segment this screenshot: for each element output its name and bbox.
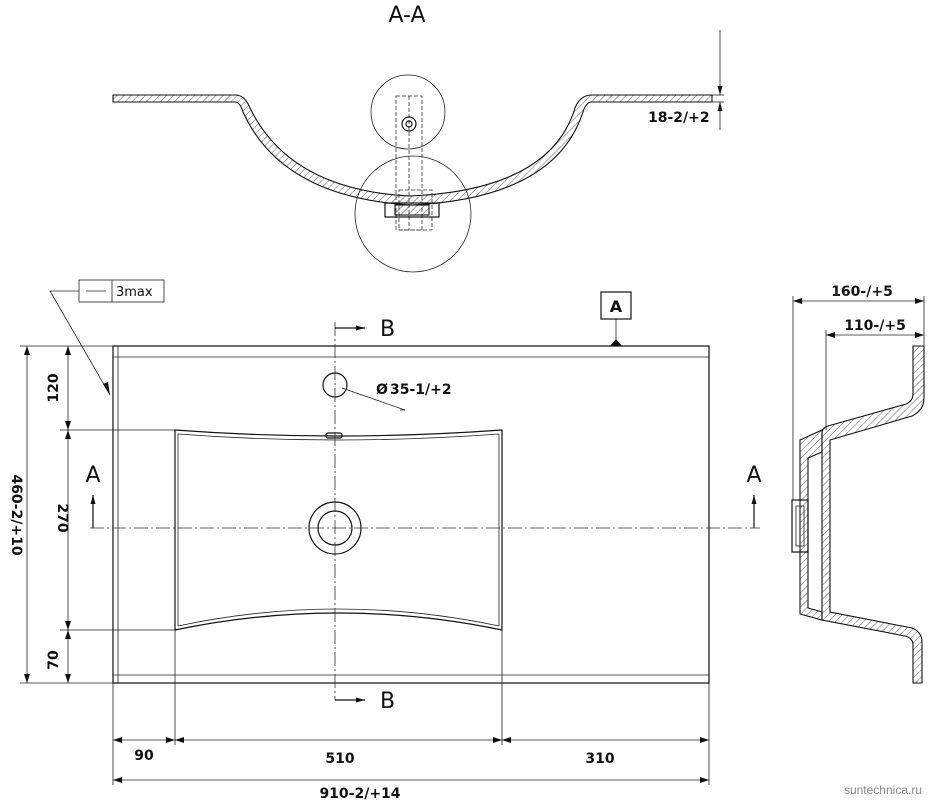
section-view-a-a: A-A 18-2/+2: [112, 3, 724, 273]
detail-circle-lower: [354, 155, 472, 273]
watermark: suntechnica.ru: [843, 783, 922, 797]
flatness-tolerance: 3max: [116, 285, 153, 300]
dim-right: 310: [585, 751, 614, 767]
diameter-symbol: Ø: [376, 382, 388, 398]
dim-total-depth: 460-2/+10: [8, 474, 24, 555]
dim-total-width: 910-2/+14: [319, 786, 400, 800]
side-section-profile: [821, 345, 925, 684]
basin-section-profile: [112, 94, 713, 206]
rim-thickness-dim: 18-2/+2: [648, 110, 710, 126]
dim-back: 120: [46, 373, 62, 402]
countertop-outline: [112, 345, 710, 684]
detail-circle-upper: [370, 74, 446, 150]
dim-bowl-width: 510: [325, 751, 354, 767]
side-view: 160-/+5 110-/+5: [791, 284, 925, 684]
datum-label: A: [610, 297, 623, 316]
dim-bowl-depth: 270: [54, 503, 70, 532]
tap-hole-dim: 35-1/+2: [390, 382, 452, 398]
section-b-label-top: B: [380, 317, 395, 342]
plan-view: A A B B A 3max Ø 35-1/+2 460-2/+10: [8, 279, 762, 800]
side-drain: [791, 499, 809, 553]
section-a-label-left: A: [85, 463, 100, 488]
bowl-outline: [174, 429, 503, 631]
drain-clamp: [384, 202, 440, 218]
dim-front: 70: [46, 650, 62, 670]
datum-triangle: [610, 339, 622, 346]
dim-side-inner: 110-/+5: [844, 318, 906, 334]
overflow-slot: [325, 432, 343, 439]
dim-side-outer: 160-/+5: [831, 284, 893, 300]
section-a-label-right: A: [746, 463, 761, 488]
section-b-label-bottom: B: [380, 689, 395, 714]
section-title: A-A: [388, 3, 425, 28]
overflow-hole: [401, 116, 417, 132]
dim-left: 90: [134, 748, 154, 764]
